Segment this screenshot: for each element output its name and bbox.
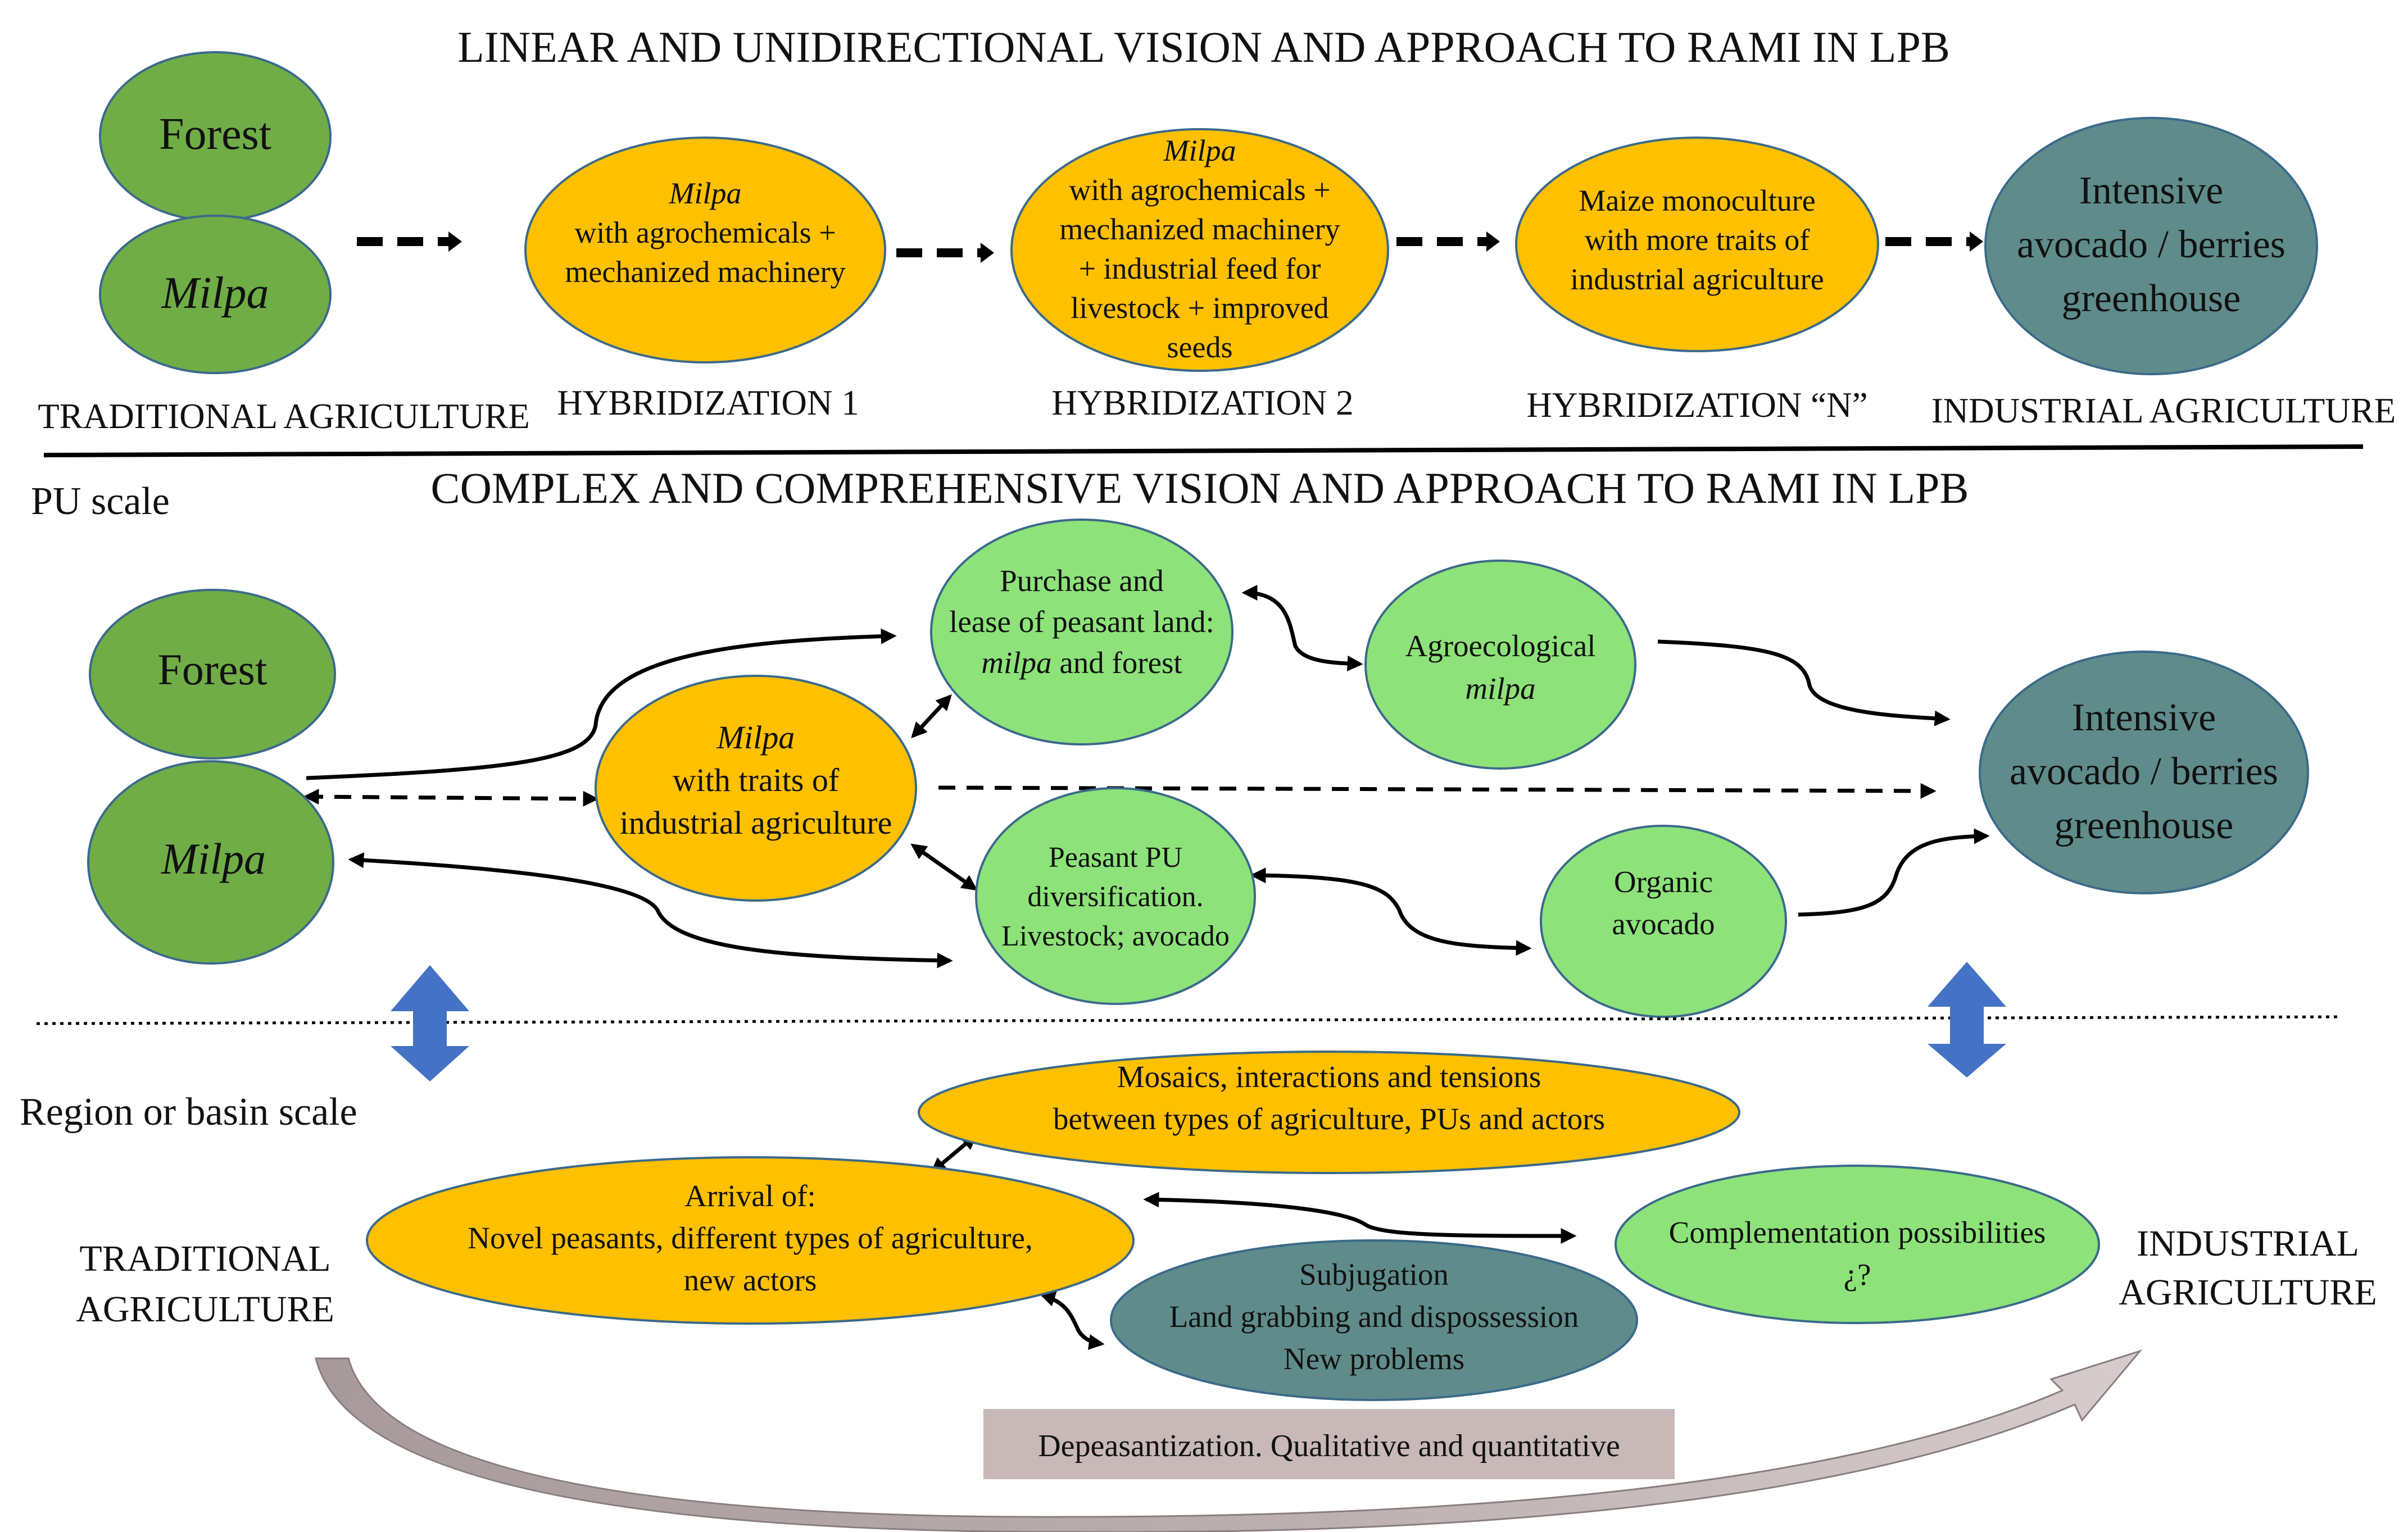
mid-ind-line2: avocado / berries bbox=[2010, 750, 2278, 793]
peasant-pu-node bbox=[975, 787, 1256, 1005]
agroeco-line1: Agroecological bbox=[1405, 629, 1595, 663]
purchase-line1: Purchase and bbox=[1000, 563, 1164, 598]
complementation-line1: Complementation possibilities bbox=[1669, 1215, 2046, 1249]
subjugation-node bbox=[1110, 1239, 1638, 1401]
arrival-line3: new actors bbox=[684, 1263, 817, 1297]
organic-line2: avocado bbox=[1612, 907, 1715, 941]
top-arrow-1-head bbox=[448, 231, 462, 252]
top-forest-label: Forest bbox=[159, 110, 271, 159]
middle-industrial-node bbox=[1979, 651, 2309, 894]
scale-double-arrow-left bbox=[391, 965, 469, 1081]
depeasantization-label: Depeasantization. Qualitative and quanti… bbox=[1038, 1429, 1620, 1463]
purchase-line2: lease of peasant land: bbox=[949, 604, 1214, 639]
mosaics-node bbox=[918, 1051, 1740, 1174]
connector-agroeco-industrial bbox=[1657, 639, 1951, 726]
mid-ind-line3: greenhouse bbox=[2055, 804, 2234, 847]
top-industrial-node bbox=[1984, 117, 2318, 375]
milpa-traits-node bbox=[595, 675, 917, 902]
top-title: LINEAR AND UNIDIRECTIONAL VISION AND APP… bbox=[457, 22, 1950, 71]
h2-line2: with agrochemicals + bbox=[1069, 173, 1330, 207]
complementation-node bbox=[1615, 1165, 2100, 1324]
hn-line3: industrial agriculture bbox=[1570, 262, 1824, 296]
peasant-line1: Peasant PU bbox=[1049, 842, 1182, 874]
middle-forest-label: Forest bbox=[158, 645, 267, 694]
traits-line2: with traits of bbox=[673, 762, 840, 798]
hybridization-n-label: HYBRIDIZATION “N” bbox=[1526, 385, 1867, 425]
arrival-line1: Arrival of: bbox=[684, 1179, 816, 1213]
h2-line5: livestock + improved bbox=[1071, 291, 1328, 325]
arrival-node bbox=[366, 1156, 1135, 1325]
subjugation-line3: New problems bbox=[1284, 1342, 1464, 1376]
arrival-line2: Novel peasants, different types of agric… bbox=[468, 1221, 1032, 1255]
connector-milpa-peasant bbox=[348, 852, 953, 969]
agroeco-line2: milpa bbox=[1465, 671, 1535, 706]
connector-traits-purchase bbox=[911, 694, 952, 739]
h2-line1: Milpa bbox=[1163, 134, 1236, 167]
top-industrial-label: INDUSTRIAL AGRICULTURE bbox=[1931, 391, 2396, 430]
top-arrow-2-head bbox=[981, 243, 994, 263]
mosaics-line2: between types of agriculture, PUs and ac… bbox=[1053, 1102, 1605, 1136]
organic-avocado-node bbox=[1540, 825, 1787, 1018]
top-arrow-4-head bbox=[1970, 231, 1983, 252]
subjugation-line2: Land grabbing and dispossession bbox=[1169, 1299, 1579, 1334]
bottom-traditional-line1: TRADITIONAL bbox=[79, 1238, 330, 1279]
section-divider bbox=[43, 444, 2364, 457]
top-arrow-3-head bbox=[1486, 231, 1500, 252]
hn-line2: with more traits of bbox=[1585, 223, 1810, 257]
mosaics-line1: Mosaics, interactions and tensions bbox=[1117, 1060, 1541, 1094]
complementation-line2: ¿? bbox=[1844, 1257, 1871, 1292]
hybridization-2-node bbox=[1010, 128, 1389, 372]
middle-milpa-label: Milpa bbox=[161, 834, 266, 883]
connector-organic-industrial bbox=[1798, 828, 1990, 917]
connector-traits-peasant bbox=[910, 843, 978, 891]
middle-milpa-node bbox=[87, 760, 334, 965]
depeasantization-arrow bbox=[315, 1349, 2143, 1532]
scale-divider bbox=[36, 1015, 2341, 1025]
top-milpa-label: Milpa bbox=[161, 269, 269, 318]
connector-arrival-subjugation bbox=[1039, 1291, 1105, 1350]
hybridization-2-label: HYBRIDIZATION 2 bbox=[1051, 383, 1353, 422]
bottom-industrial-line1: INDUSTRIAL bbox=[2137, 1223, 2359, 1264]
hybridization-1-node bbox=[524, 137, 886, 363]
connector-milpa-traits bbox=[303, 789, 599, 807]
region-scale-label: Region or basin scale bbox=[20, 1090, 357, 1134]
connector-arrival-complementation bbox=[1143, 1192, 1577, 1244]
top-ind-line3: greenhouse bbox=[2062, 277, 2241, 320]
depeasantization-box bbox=[983, 1409, 1675, 1479]
subjugation-line1: Subjugation bbox=[1299, 1257, 1449, 1292]
mid-ind-line1: Intensive bbox=[2072, 696, 2216, 739]
h1-line1: Milpa bbox=[669, 176, 742, 210]
agroecological-node bbox=[1364, 560, 1636, 770]
bottom-industrial-line2: AGRICULTURE bbox=[2119, 1272, 2377, 1313]
connector-purchase-agroeco bbox=[1241, 585, 1363, 671]
h2-line4: + industrial feed for bbox=[1079, 252, 1321, 285]
h2-line6: seeds bbox=[1167, 330, 1233, 364]
middle-title: COMPLEX AND COMPREHENSIVE VISION AND APP… bbox=[431, 463, 1969, 512]
bottom-traditional-line2: AGRICULTURE bbox=[76, 1289, 334, 1330]
purchase-line3: milpa and forest bbox=[981, 645, 1182, 680]
peasant-line2: diversification. bbox=[1027, 881, 1203, 913]
purchase-node bbox=[930, 519, 1234, 745]
top-milpa-node bbox=[99, 215, 332, 374]
traits-line3: industrial agriculture bbox=[620, 804, 892, 841]
scale-double-arrow-right bbox=[1928, 962, 2006, 1078]
pu-scale-label: PU scale bbox=[31, 480, 170, 523]
hn-line1: Maize monoculture bbox=[1579, 184, 1815, 217]
organic-line1: Organic bbox=[1614, 865, 1713, 899]
h1-line3: mechanized machinery bbox=[565, 255, 845, 289]
connector-forest-purchase bbox=[306, 628, 897, 780]
top-ind-line2: avocado / berries bbox=[2017, 223, 2285, 266]
h2-line3: mechanized machinery bbox=[1059, 212, 1340, 246]
top-ind-line1: Intensive bbox=[2079, 169, 2224, 212]
connector-peasant-organic bbox=[1250, 867, 1532, 956]
peasant-line3: Livestock; avocado bbox=[1001, 920, 1230, 952]
h1-line2: with agrochemicals + bbox=[574, 216, 836, 249]
top-traditional-label: TRADITIONAL AGRICULTURE bbox=[38, 397, 530, 436]
hybridization-n-node bbox=[1515, 137, 1879, 352]
middle-forest-node bbox=[89, 589, 336, 760]
connector-traits-industrial bbox=[938, 783, 1937, 799]
hybridization-1-label: HYBRIDIZATION 1 bbox=[557, 383, 859, 422]
traits-line1: Milpa bbox=[716, 719, 795, 756]
